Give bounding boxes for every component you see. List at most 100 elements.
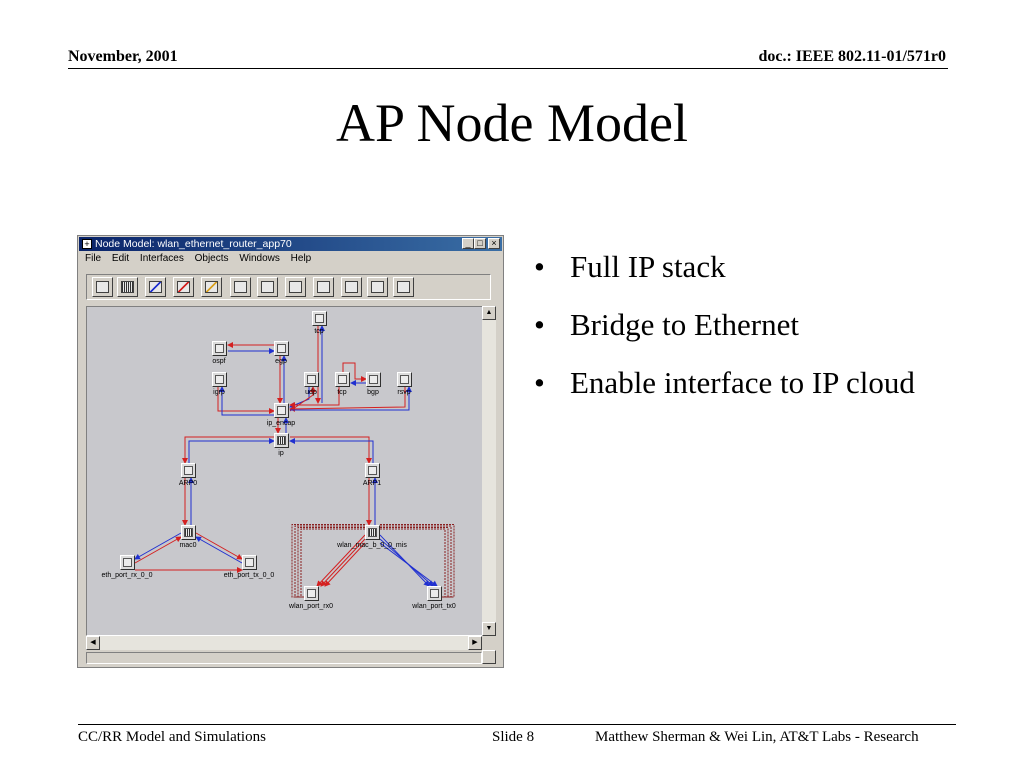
packet-stream[interactable] <box>219 386 274 416</box>
queue-module-icon <box>368 528 377 537</box>
packet-stream[interactable] <box>289 386 316 412</box>
packet-stream[interactable] <box>316 534 366 587</box>
statistic-wire[interactable] <box>380 528 446 598</box>
logical-association-tool-button[interactable] <box>201 277 222 297</box>
footer-authors: Matthew Sherman & Wei Lin, AT&T Labs - R… <box>595 729 919 745</box>
scroll-down-button[interactable]: ▼ <box>482 622 496 636</box>
node-label: ip <box>278 450 284 457</box>
node-arp0[interactable] <box>181 463 196 478</box>
packet-stream[interactable] <box>289 387 310 408</box>
menu-help[interactable]: Help <box>290 253 312 264</box>
processor-module-icon <box>368 466 377 475</box>
statistic-wire[interactable] <box>380 525 452 598</box>
bus-tx-icon <box>289 281 302 293</box>
node-ip[interactable] <box>274 433 289 448</box>
node-mac0[interactable] <box>181 525 196 540</box>
node-ospf[interactable] <box>212 341 227 356</box>
footer-rule <box>78 724 956 725</box>
bus-rx-tool-button[interactable] <box>313 277 334 297</box>
menu-interfaces[interactable]: Interfaces <box>139 253 184 264</box>
packet-stream[interactable] <box>134 532 182 560</box>
processor-module-icon <box>369 375 378 384</box>
packet-stream[interactable] <box>217 387 275 414</box>
statistic-wire-tool-button[interactable] <box>173 277 194 297</box>
packet-stream[interactable] <box>324 542 366 587</box>
statistic-wire[interactable] <box>380 527 449 598</box>
packet-stream-icon <box>149 281 162 293</box>
status-bar <box>86 652 482 664</box>
packet-stream[interactable] <box>188 438 275 463</box>
node-wlan-mac[interactable] <box>365 525 380 540</box>
node-igrp[interactable] <box>212 372 227 387</box>
node-arp1[interactable] <box>365 463 380 478</box>
packet-stream[interactable] <box>290 386 412 411</box>
radio-tx-tool-button[interactable] <box>341 277 362 297</box>
packet-stream[interactable] <box>195 536 243 564</box>
node-wlan-rx[interactable] <box>304 586 319 601</box>
statistic-wire[interactable] <box>380 524 455 598</box>
window-titlebar[interactable]: + Node Model: wlan_ethernet_router_app70… <box>79 237 502 251</box>
antenna-tool-button[interactable] <box>393 277 414 297</box>
node-eth-rx[interactable] <box>120 555 135 570</box>
menu-edit[interactable]: Edit <box>111 253 130 264</box>
node-wlan-tx[interactable] <box>427 586 442 601</box>
minimize-button[interactable]: _ <box>462 238 474 249</box>
node-ip-encap[interactable] <box>274 403 289 418</box>
horizontal-scrollbar[interactable]: ◀ ▶ <box>86 636 482 650</box>
scroll-left-button[interactable]: ◀ <box>86 636 100 650</box>
node-rsvp[interactable] <box>397 372 412 387</box>
packet-stream[interactable] <box>342 362 367 382</box>
packet-stream[interactable] <box>182 436 274 464</box>
node-eth-tx[interactable] <box>242 555 257 570</box>
packet-stream[interactable] <box>320 538 366 587</box>
scroll-up-button[interactable]: ▲ <box>482 306 496 320</box>
processor-module-icon <box>123 558 132 567</box>
processor-module-icon <box>400 375 409 384</box>
maximize-button[interactable]: □ <box>474 238 486 249</box>
menu-file[interactable]: File <box>85 253 102 264</box>
node-label: ARP1 <box>362 480 382 487</box>
node-label: eth_port_tx_0_0 <box>223 572 275 579</box>
header-rule <box>68 68 948 69</box>
packet-stream[interactable] <box>195 532 243 560</box>
vertical-scrollbar[interactable]: ▲ ▼ <box>482 306 496 636</box>
node-egp[interactable] <box>274 341 289 356</box>
processor-module-icon <box>307 375 316 384</box>
packet-stream[interactable] <box>289 387 406 412</box>
point-to-point-tx-tool-button[interactable] <box>230 277 251 297</box>
node-label: wlan_port_rx0 <box>289 603 333 610</box>
packet-stream[interactable] <box>379 542 438 587</box>
processor-module-icon <box>338 375 347 384</box>
slide-title: AP Node Model <box>336 93 688 153</box>
scroll-right-button[interactable]: ▶ <box>468 636 482 650</box>
node-tcp-top[interactable] <box>312 311 327 326</box>
footer-slide-number: Slide 8 <box>492 729 535 745</box>
queue-module-icon <box>277 436 286 445</box>
node-label: udp <box>305 389 317 396</box>
node-udp[interactable] <box>304 372 319 387</box>
processor-tool-button[interactable] <box>92 277 113 297</box>
node-tcp[interactable] <box>335 372 350 387</box>
close-button[interactable]: × <box>488 238 500 249</box>
node-bgp[interactable] <box>366 372 381 387</box>
bus-tx-tool-button[interactable] <box>285 277 306 297</box>
point-to-point-rx-tool-button[interactable] <box>257 277 278 297</box>
node-label: igrp <box>213 389 225 396</box>
radio-rx-tool-button[interactable] <box>367 277 388 297</box>
menu-windows[interactable]: Windows <box>239 253 280 264</box>
resize-grip-icon[interactable] <box>482 650 496 664</box>
packet-stream[interactable] <box>134 536 182 564</box>
app-icon[interactable]: + <box>82 239 92 249</box>
packet-stream[interactable] <box>289 387 340 408</box>
packet-stream[interactable] <box>290 436 372 464</box>
node-label: ip_encap <box>266 420 296 427</box>
statistic-wire[interactable] <box>291 524 365 598</box>
packet-stream-tool-button[interactable] <box>145 277 166 297</box>
queue-icon <box>121 281 134 293</box>
toolbar <box>86 274 491 300</box>
queue-tool-button[interactable] <box>117 277 138 297</box>
menu-objects[interactable]: Objects <box>194 253 229 264</box>
processor-module-icon <box>245 558 254 567</box>
packet-stream[interactable] <box>289 438 374 463</box>
